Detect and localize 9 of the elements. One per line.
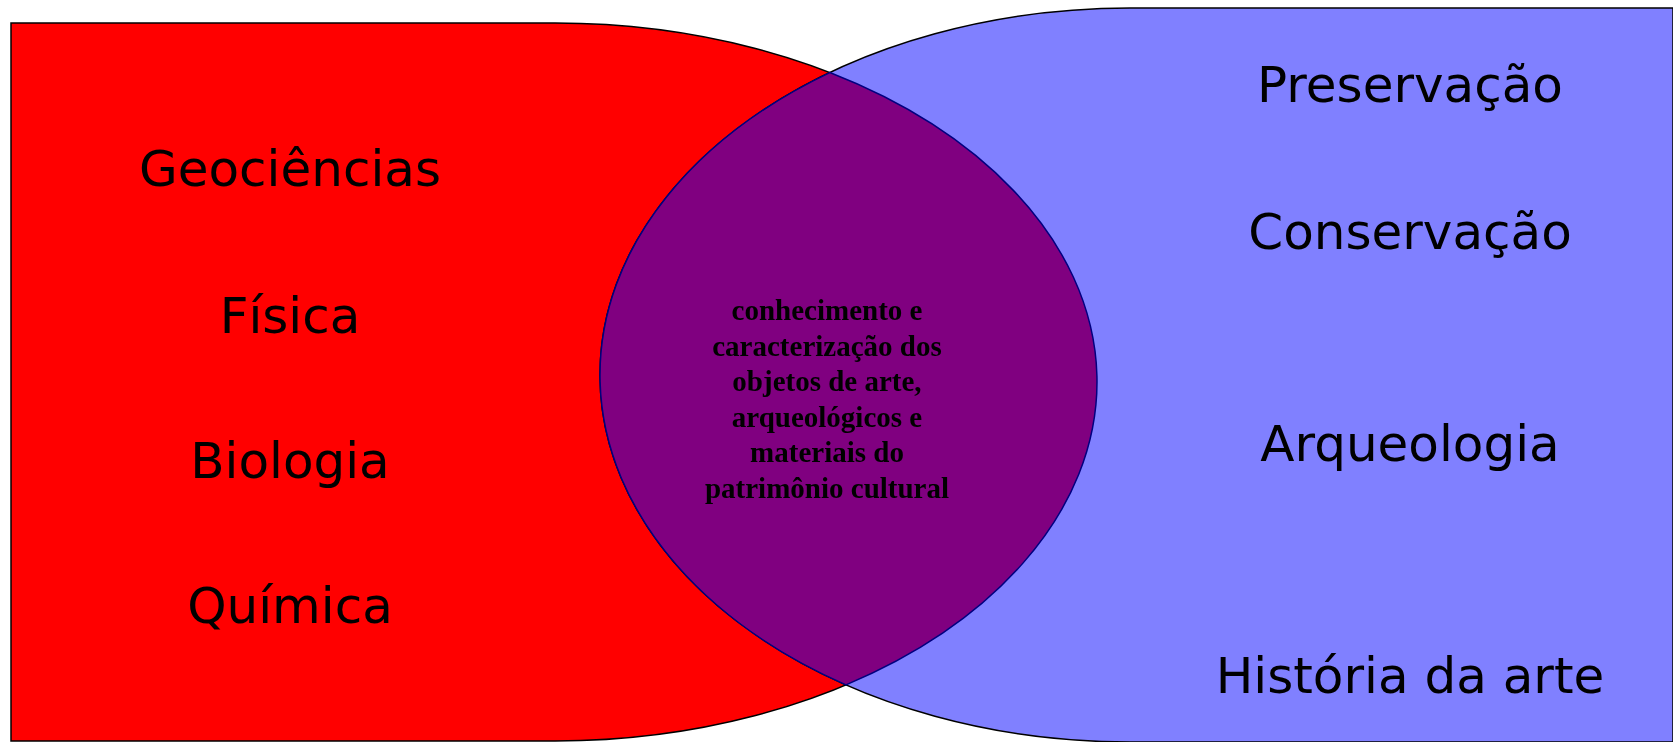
set-item-label: Química — [187, 577, 393, 635]
set-item-label: Preservação — [1257, 56, 1563, 114]
set-item-label: Geociências — [139, 140, 441, 198]
intersection-text: conhecimento e caracterização dos objetos de arte, arqueológicos e materiais do patrimônio cultural — [703, 292, 951, 506]
set-item-label: Conservação — [1248, 203, 1572, 261]
set-item-label: Arqueologia — [1260, 415, 1560, 473]
set-item-label: História da arte — [1215, 647, 1605, 705]
set-item-label: Biologia — [190, 432, 390, 490]
set-item-label: Física — [219, 287, 361, 345]
